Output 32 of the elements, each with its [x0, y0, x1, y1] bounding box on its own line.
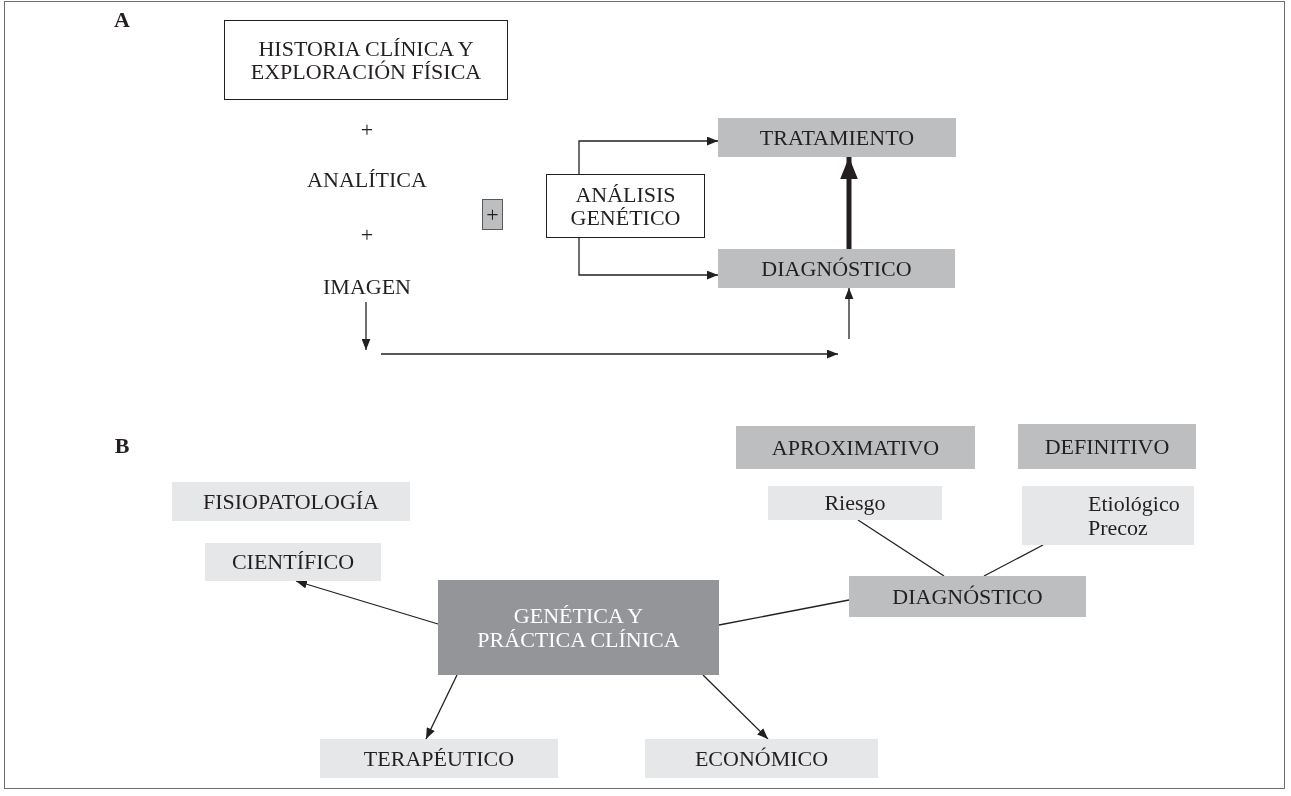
process-box: ECONÓMICO — [645, 739, 878, 778]
process-box: GENÉTICA Y PRÁCTICA CLÍNICA — [438, 580, 719, 675]
connector-line — [718, 599, 850, 626]
process-box: DEFINITIVO — [1018, 424, 1196, 469]
process-box: CIENTÍFICO — [205, 543, 381, 581]
arrow — [425, 674, 458, 740]
panel-letter: B — [114, 433, 130, 459]
arrow — [578, 237, 719, 280]
panel-letter: A — [114, 7, 130, 33]
arrow — [295, 580, 439, 625]
process-box: DIAGNÓSTICO — [718, 249, 955, 288]
plus-box: + — [482, 199, 503, 230]
process-box: DIAGNÓSTICO — [849, 576, 1086, 617]
text-label: + — [360, 117, 374, 143]
process-box: FISIOPATOLOGÍA — [172, 482, 410, 521]
process-box: TERAPÉUTICO — [320, 739, 558, 778]
process-box: TRATAMIENTO — [718, 118, 956, 157]
process-box: HISTORIA CLÍNICA Y EXPLORACIÓN FÍSICA — [224, 20, 508, 100]
arrow — [578, 136, 719, 175]
text-label: ANALÍTICA — [307, 167, 427, 193]
process-box: Etiológico Precoz — [1022, 486, 1194, 545]
connector-line — [857, 519, 945, 577]
arrow — [840, 157, 858, 249]
arrow — [702, 674, 769, 740]
connector-line — [983, 544, 1044, 577]
text-label: + — [360, 222, 374, 248]
process-box: APROXIMATIVO — [736, 426, 975, 469]
process-box: ANÁLISIS GENÉTICO — [546, 174, 705, 238]
arrow — [844, 287, 854, 340]
arrow — [361, 301, 371, 351]
node-text: IMAGEN — [310, 272, 424, 302]
process-box: Riesgo — [768, 486, 942, 520]
